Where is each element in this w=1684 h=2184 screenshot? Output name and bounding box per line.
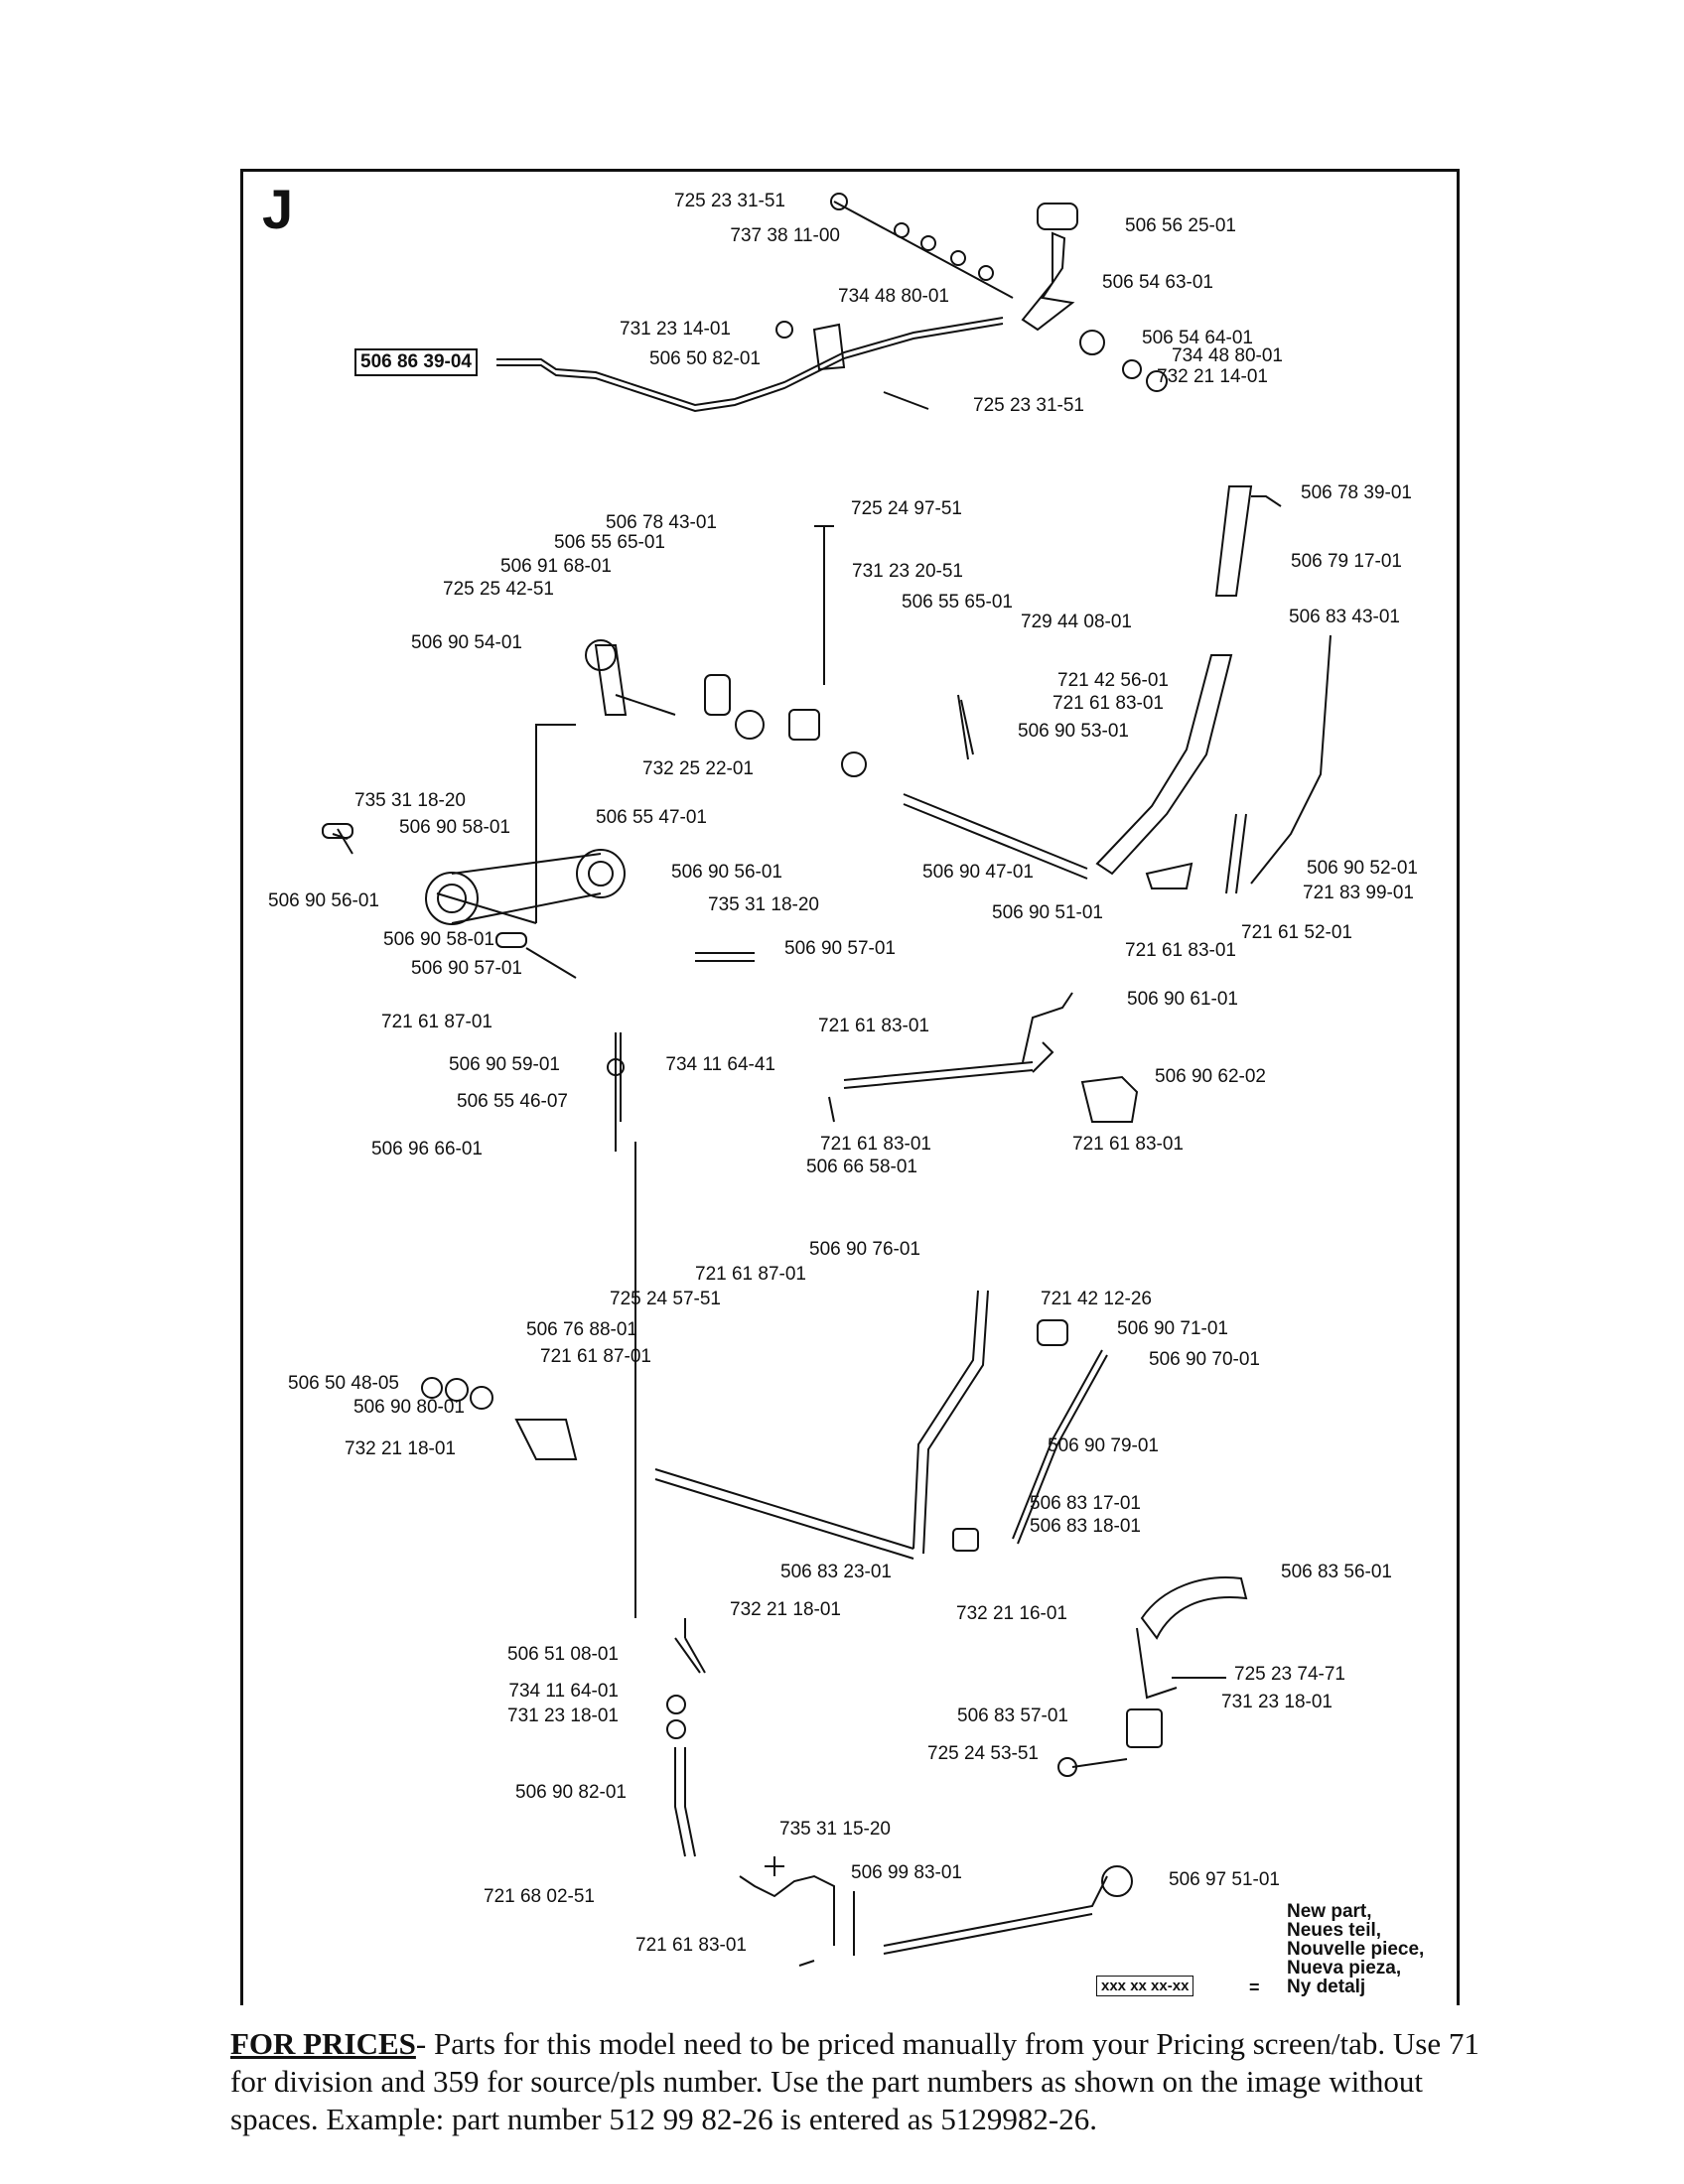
part-label: 721 42 12-26 [1041, 1289, 1152, 1309]
part-label: 506 90 53-01 [1018, 721, 1129, 742]
part-label: 506 55 65-01 [902, 592, 1013, 613]
part-label: 506 83 18-01 [1030, 1516, 1141, 1537]
part-label: 725 23 74-71 [1234, 1664, 1345, 1685]
part-label: 506 51 08-01 [507, 1644, 619, 1665]
part-label: 506 90 79-01 [1048, 1435, 1159, 1456]
part-label: 735 31 18-20 [708, 894, 819, 915]
part-label: 721 61 52-01 [1241, 922, 1352, 943]
legend-line: Nouvelle piece, [1287, 1939, 1425, 1960]
legend-box: xxx xx xx-xx [1096, 1976, 1194, 1996]
part-label: 506 90 80-01 [353, 1397, 465, 1418]
part-label: 506 50 48-05 [288, 1373, 399, 1394]
part-label: 506 97 51-01 [1169, 1869, 1280, 1890]
part-label: 506 50 82-01 [649, 348, 761, 369]
pricing-note-lead: FOR PRICES [230, 2026, 416, 2061]
part-label: 732 21 18-01 [345, 1438, 456, 1459]
part-label: 725 24 97-51 [851, 498, 962, 519]
part-label: 721 61 83-01 [818, 1016, 929, 1036]
new-part-legend: New part, Neues teil, Nouvelle piece, Nu… [1287, 1902, 1424, 1996]
part-label: 731 23 14-01 [620, 319, 731, 340]
part-label: 506 90 47-01 [922, 862, 1034, 883]
part-label: 721 61 83-01 [1072, 1134, 1184, 1155]
part-label: 506 56 25-01 [1125, 215, 1236, 236]
section-letter: J [262, 178, 294, 240]
part-label: 734 48 80-01 [838, 286, 949, 307]
part-label: 506 96 66-01 [371, 1139, 483, 1160]
part-label: 506 78 39-01 [1301, 482, 1412, 503]
part-label: 721 61 83-01 [1125, 940, 1236, 961]
part-label: 721 61 87-01 [540, 1346, 651, 1367]
part-label: 506 90 52-01 [1307, 858, 1418, 879]
part-label: 506 54 64-01 [1142, 328, 1253, 348]
part-label: 731 23 18-01 [1221, 1692, 1333, 1712]
part-label: 506 90 59-01 [449, 1054, 560, 1075]
part-label: 506 83 56-01 [1281, 1562, 1392, 1582]
part-label: 721 61 83-01 [1052, 693, 1164, 714]
part-label: 506 90 51-01 [992, 902, 1103, 923]
part-label: 725 24 53-51 [927, 1743, 1039, 1764]
part-label: 506 99 83-01 [851, 1862, 962, 1883]
part-label: 506 91 68-01 [500, 556, 612, 577]
legend-line: Neues teil, [1287, 1920, 1382, 1941]
part-label: 721 83 99-01 [1303, 883, 1414, 903]
part-label: 732 21 18-01 [730, 1599, 841, 1620]
diagram-frame [240, 169, 1460, 2005]
part-label: 725 24 57-51 [610, 1289, 721, 1309]
part-label: 725 23 31-51 [674, 191, 785, 211]
part-label: 506 90 70-01 [1149, 1349, 1260, 1370]
legend-line: Ny detalj [1287, 1977, 1366, 1997]
part-label: 506 90 57-01 [784, 938, 896, 959]
part-label: 506 90 62-02 [1155, 1066, 1266, 1087]
part-label: 732 21 16-01 [956, 1603, 1067, 1624]
part-label: 506 83 43-01 [1289, 607, 1400, 627]
part-label: 506 90 71-01 [1117, 1318, 1228, 1339]
part-label: 506 90 56-01 [268, 890, 379, 911]
legend-line: Nueva pieza, [1287, 1958, 1402, 1979]
part-label: 506 76 88-01 [526, 1319, 637, 1340]
part-label: 732 25 22-01 [642, 758, 754, 779]
part-label: 506 54 63-01 [1102, 272, 1213, 293]
part-label: 506 90 58-01 [383, 929, 494, 950]
part-label: 721 61 87-01 [381, 1012, 492, 1032]
part-label: 721 68 02-51 [484, 1886, 595, 1907]
part-label: 506 90 76-01 [809, 1239, 920, 1260]
part-label: 506 66 58-01 [806, 1157, 917, 1177]
part-label: 729 44 08-01 [1021, 612, 1132, 632]
part-label: 725 25 42-51 [443, 579, 554, 600]
part-label: 506 55 47-01 [596, 807, 707, 828]
part-label: 506 90 82-01 [515, 1782, 627, 1803]
part-label: 734 48 80-01 [1172, 345, 1283, 366]
part-label: 506 83 23-01 [780, 1562, 892, 1582]
part-label: 737 38 11-00 [730, 225, 840, 246]
part-label: 506 90 56-01 [671, 862, 782, 883]
part-label: 721 61 83-01 [820, 1134, 931, 1155]
part-label: 506 83 57-01 [957, 1706, 1068, 1726]
part-label: 734 11 64-41 [665, 1054, 775, 1075]
part-label: 721 42 56-01 [1057, 670, 1169, 691]
part-label: 506 90 61-01 [1127, 989, 1238, 1010]
part-label: 731 23 18-01 [507, 1706, 619, 1726]
part-label: 725 23 31-51 [973, 395, 1084, 416]
pricing-note: FOR PRICES- Parts for this model need to… [230, 2025, 1481, 2138]
part-label: 735 31 15-20 [779, 1819, 891, 1840]
part-label: 721 61 87-01 [695, 1264, 806, 1285]
part-label: 506 55 46-07 [457, 1091, 568, 1112]
part-label: 731 23 20-51 [852, 561, 963, 582]
part-label: 506 90 57-01 [411, 958, 522, 979]
legend-line: New part, [1287, 1901, 1372, 1922]
part-label: 506 90 58-01 [399, 817, 510, 838]
part-label: 735 31 18-20 [354, 790, 466, 811]
part-label: 732 21 14-01 [1157, 366, 1268, 387]
part-label: 506 90 54-01 [411, 632, 522, 653]
pricing-note-text: - Parts for this model need to be priced… [230, 2026, 1479, 2136]
part-label: 734 11 64-01 [508, 1681, 619, 1702]
part-label: 506 78 43-01 [606, 512, 717, 533]
part-label-new: 506 86 39-04 [354, 348, 478, 376]
legend-equals: = [1249, 1978, 1260, 1997]
part-label: 506 55 65-01 [554, 532, 665, 553]
part-label: 506 83 17-01 [1030, 1493, 1141, 1514]
part-label: 721 61 83-01 [635, 1935, 747, 1956]
part-label: 506 79 17-01 [1291, 551, 1402, 572]
